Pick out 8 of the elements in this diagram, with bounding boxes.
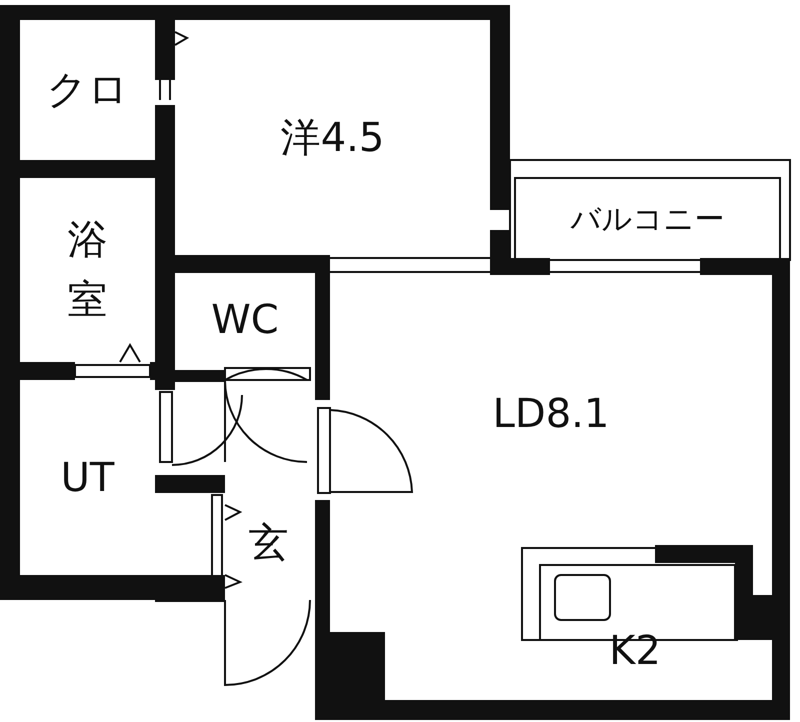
room-label: 玄: [248, 520, 288, 564]
room-label: 洋4.5: [280, 116, 384, 160]
room-label: LD8.1: [492, 392, 610, 436]
room-label: WC: [211, 298, 279, 342]
room-label: クロ: [46, 68, 128, 112]
room-label: 浴室: [66, 216, 108, 325]
room-label: UT: [60, 456, 114, 500]
room-label: バルコニー: [570, 202, 724, 236]
